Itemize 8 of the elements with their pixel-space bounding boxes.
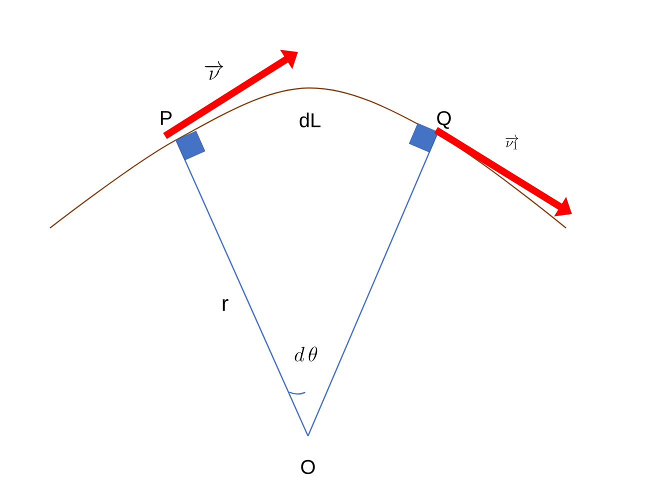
point-label: O [301,460,315,474]
angle-label: $d\,\theta$ [294,346,318,362]
vector-label: $\overrightarrow{\nu}$ [204,61,224,80]
length-label: dL [300,112,320,128]
vector-label: $\overrightarrow{\nu_1}$ [506,134,518,150]
point-label: Q [437,111,451,129]
point-label: P [160,111,172,125]
length-label: r [222,299,228,311]
